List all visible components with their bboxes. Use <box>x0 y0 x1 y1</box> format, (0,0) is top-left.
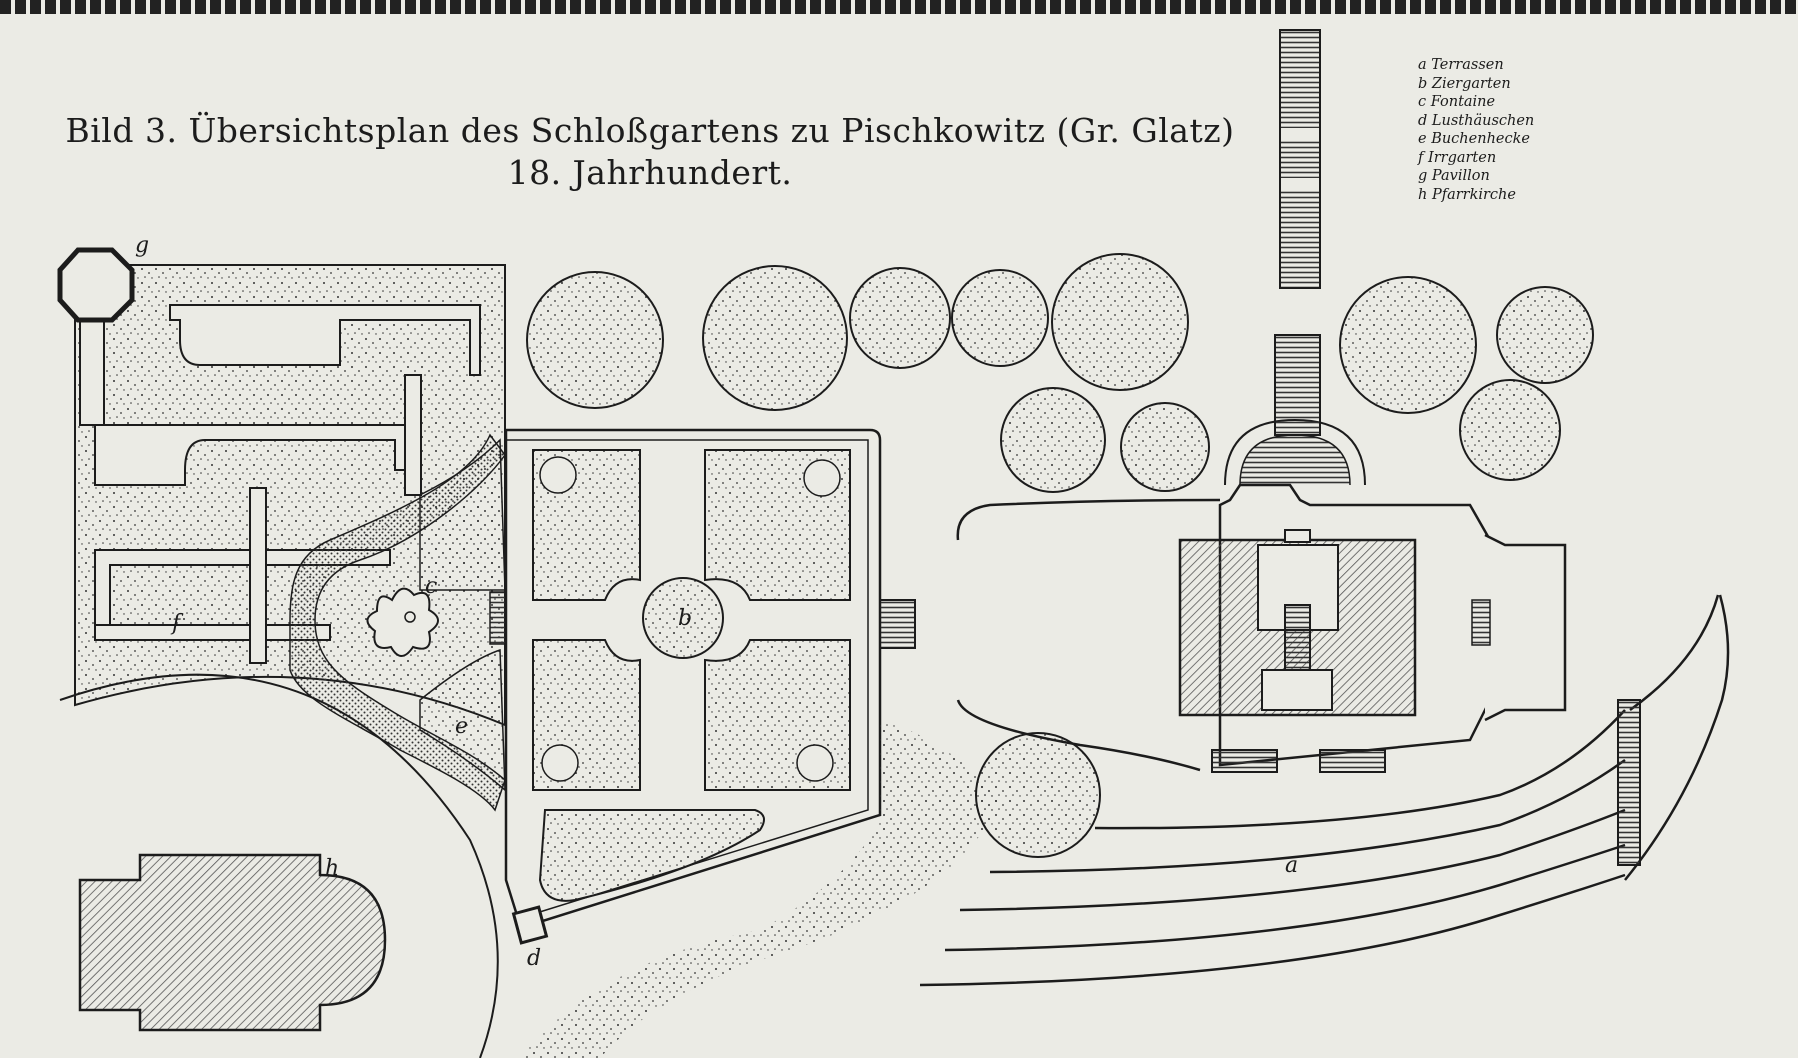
summer-house <box>511 905 549 945</box>
legend-item-g: g Pavillon <box>1418 168 1490 184</box>
beech-hedge <box>289 433 506 812</box>
title-line-2: 18. Jahrhundert. <box>507 153 793 192</box>
legend: a Terrassen b Ziergarten c Fontaine d Lu… <box>1418 56 1618 204</box>
legend-item-b: b Ziergarten <box>1418 75 1511 92</box>
trees <box>526 253 1594 858</box>
carriage-drive <box>59 673 499 1058</box>
title-line-1: Bild 3. Übersichtsplan des Schloßgartens… <box>65 111 1235 150</box>
parish-church <box>78 853 387 1032</box>
castle <box>956 334 1567 773</box>
label-c: c <box>425 574 437 599</box>
label-b: b <box>678 606 692 631</box>
legend-item-c: c Fontaine <box>1418 94 1496 110</box>
label-h: h <box>325 856 339 881</box>
legend-item-h: h Pfarrkirche <box>1418 186 1516 203</box>
plan-title: Bild 3. Übersichtsplan des Schloßgartens… <box>40 110 1260 194</box>
avenue-strip <box>1279 29 1321 289</box>
plan-labels: a b c d e f g h <box>135 233 1298 971</box>
terrace-stair <box>1617 699 1641 866</box>
label-d: d <box>527 946 541 971</box>
label-g: g <box>135 233 149 258</box>
legend-item-d: d Lusthäuschen <box>1418 112 1535 129</box>
legend-item-f: f Irrgarten <box>1418 149 1497 166</box>
legend-item-a: a Terrassen <box>1418 57 1504 73</box>
label-e: e <box>455 714 468 739</box>
ornamental-garden <box>504 428 916 927</box>
perforation-border <box>0 0 1798 14</box>
pavilion-g <box>57 247 135 426</box>
label-a: a <box>1285 853 1298 878</box>
meadow-path <box>520 720 1000 1058</box>
terraces <box>919 594 1730 987</box>
legend-item-e: e Buchenhecke <box>1418 131 1530 147</box>
